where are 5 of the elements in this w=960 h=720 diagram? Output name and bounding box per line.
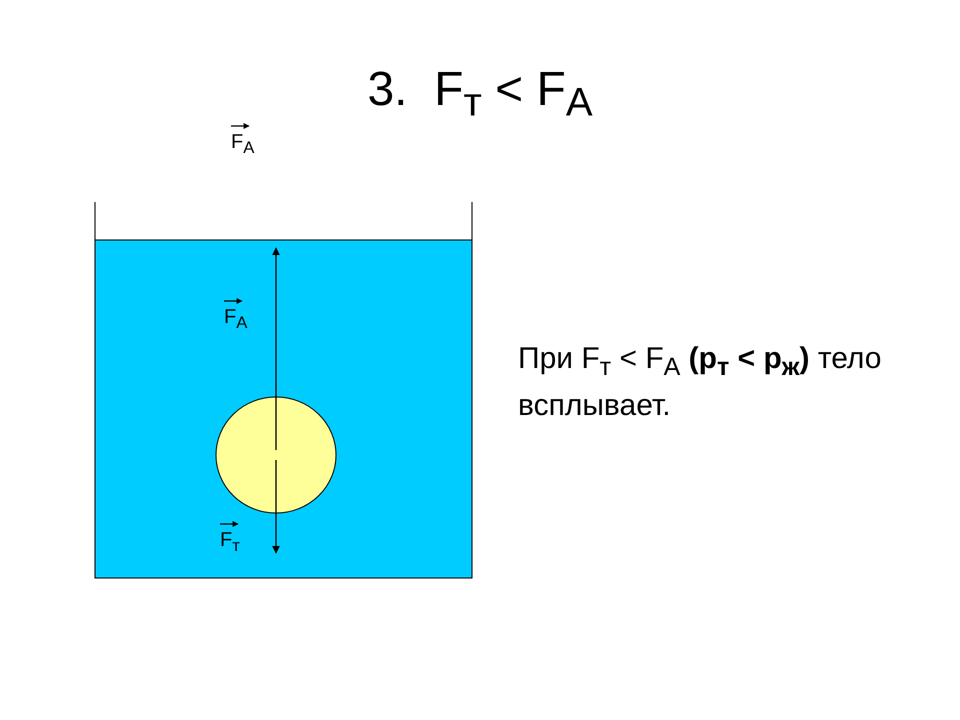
- force-symbol: F$_{А}$: [224, 305, 248, 334]
- explanation-text: При F$_{т}$ < F$_{А}$ (p$_{т}$ < p$_{ж}$) тело всплывает.: [518, 341, 882, 424]
- force-symbol: F$_{т}$: [220, 528, 240, 557]
- slide-title: 3. F$_{т}$ < F$_{А}$: [366, 62, 594, 126]
- force-symbol: F$_{А}$: [231, 130, 254, 159]
